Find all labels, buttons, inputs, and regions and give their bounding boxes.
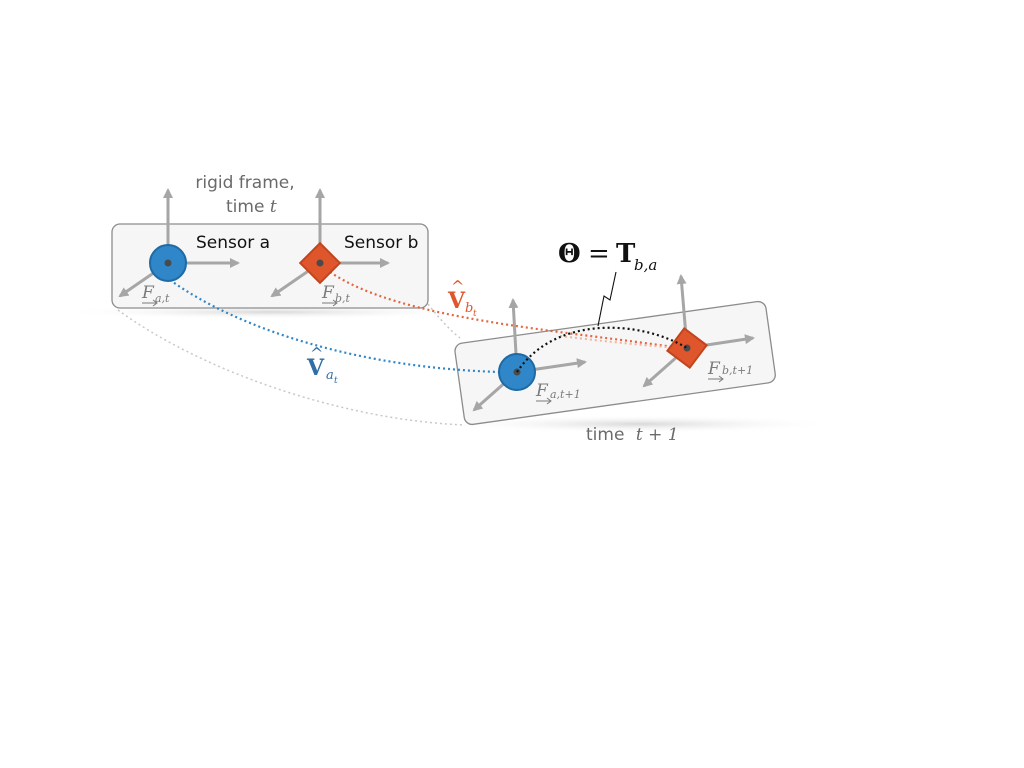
velocity-a-label: V ^ a t (306, 344, 338, 386)
svg-text:F: F (141, 283, 155, 303)
svg-text:a,t+1: a,t+1 (550, 388, 581, 401)
svg-text:^: ^ (310, 344, 323, 363)
frame-label-b-t: F b,t (321, 283, 351, 307)
rigid-frame-t (111, 223, 429, 309)
frame-label-a-t: F a,t (141, 283, 170, 307)
velocity-b-label: V ^ b t (447, 277, 477, 319)
sensor-b-t-center (316, 259, 324, 267)
svg-text:F: F (321, 283, 335, 303)
theta-equation: Θ = T b,a (558, 239, 657, 274)
svg-text:b: b (465, 301, 473, 316)
svg-text:a: a (326, 368, 334, 383)
theta-transform-path (516, 326, 688, 373)
sensor-a-t-center (164, 259, 172, 267)
svg-text:=: = (588, 239, 610, 269)
rigid-frame-label-line1: rigid frame, (195, 173, 294, 193)
svg-text:V: V (306, 355, 325, 381)
trajectory-sensor-a (169, 279, 501, 374)
sensor-b-label: Sensor b (344, 233, 418, 253)
svg-text:T: T (616, 239, 636, 269)
frame-corner-path-top (424, 299, 461, 339)
frame-t1-shadow (440, 415, 840, 433)
svg-text:b,a: b,a (634, 256, 657, 274)
svg-text:t: t (473, 309, 477, 319)
frame-corner-path-bottom (117, 309, 466, 426)
svg-text:Θ: Θ (558, 239, 581, 269)
frame-label-a-t1: F a,t+1 (535, 381, 581, 405)
theta-leader-line (597, 271, 617, 327)
rigid-frame-label-line2: time t (226, 197, 277, 217)
frame-label-b-t1: F b,t+1 (707, 359, 753, 383)
svg-text:F: F (535, 381, 549, 401)
trajectory-sensor-b (329, 271, 681, 350)
svg-text:b,t: b,t (335, 292, 351, 305)
time-next-label: time t + 1 (586, 425, 679, 445)
svg-text:^: ^ (451, 277, 464, 296)
sensor-a-label: Sensor a (196, 233, 270, 253)
svg-text:a,t: a,t (155, 292, 170, 305)
svg-text:F: F (707, 359, 721, 379)
rigid-frame-t1 (454, 300, 776, 426)
sensor-b-t1-center (683, 344, 691, 352)
svg-text:V: V (447, 288, 466, 314)
svg-text:b,t+1: b,t+1 (722, 364, 753, 377)
svg-text:t: t (334, 376, 338, 386)
